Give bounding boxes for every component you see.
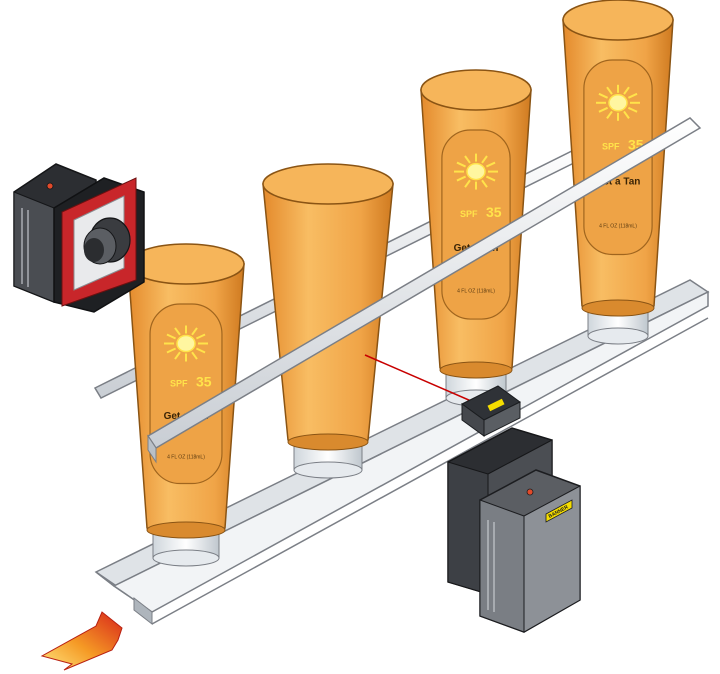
photoelectric-receiver-icon <box>13 163 145 313</box>
brand-name: Get a Tan <box>596 176 641 187</box>
sensor-controller: BANNER <box>447 427 581 633</box>
spf-value: 35 <box>486 204 502 220</box>
fine-print: 4 FL OZ (118mL) <box>457 289 495 295</box>
sun-icon <box>454 153 498 190</box>
conveyor-track <box>94 279 710 626</box>
bottle-second <box>262 163 394 479</box>
laser-sensor-icon <box>461 385 521 437</box>
laser-beam <box>364 354 479 405</box>
fine-print: 4 FL OZ (118mL) <box>599 223 637 229</box>
fine-print: 4 FL OZ (118mL) <box>167 454 205 460</box>
front-guide-rail <box>146 117 702 464</box>
spf-value: 35 <box>196 374 212 390</box>
spf-prefix: SPF <box>460 209 478 219</box>
spf-prefix: SPF <box>170 379 188 389</box>
bottle-label-panel <box>583 59 653 256</box>
sun-icon <box>596 84 640 121</box>
spf-prefix: SPF <box>602 141 620 151</box>
flow-direction-arrow-icon <box>40 611 123 671</box>
sun-icon <box>164 325 208 362</box>
